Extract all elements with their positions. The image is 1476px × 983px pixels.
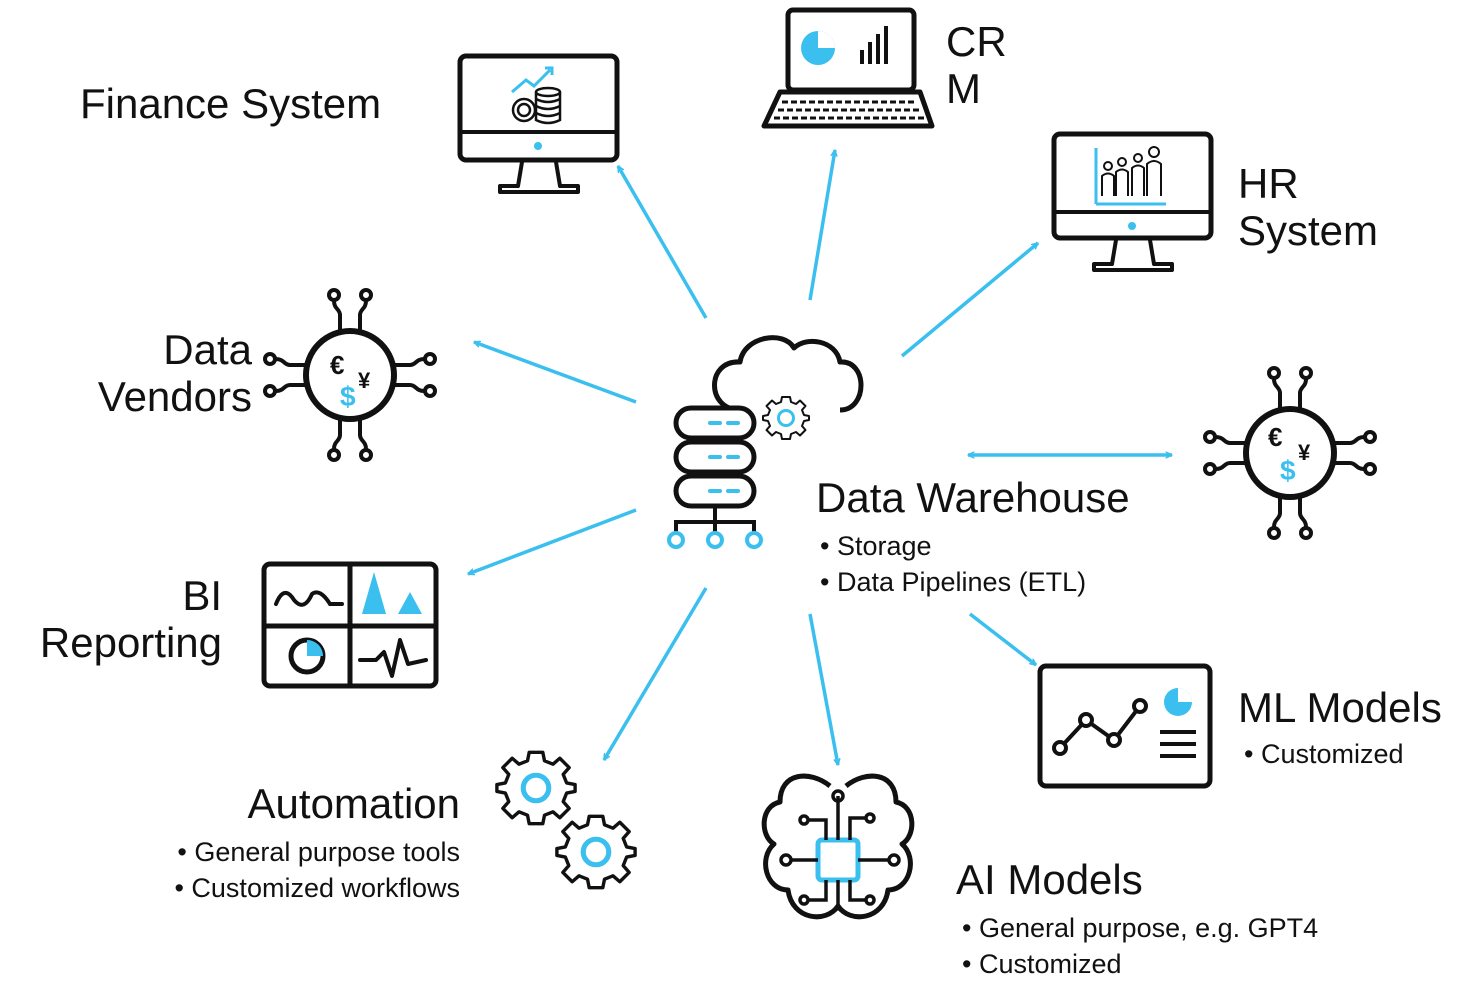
currency-circuit-icon	[265, 290, 435, 460]
crm-laptop-icon	[761, 7, 935, 129]
data-warehouse-bullet-storage: Storage	[820, 528, 1086, 564]
database-cloud-icon	[667, 335, 864, 549]
gears-icon	[497, 752, 635, 887]
dollar-glyph: $	[340, 381, 356, 412]
hr-system-label-line1: HR	[1238, 160, 1299, 207]
ai-models-bullet-customized: Customized	[962, 946, 1318, 982]
automation-bullets: General purpose tools Customized workflo…	[60, 834, 460, 907]
ai-models-label: AI Models	[956, 856, 1143, 903]
dollar-glyph-external: $	[1280, 455, 1296, 486]
arrow-to-hr	[900, 241, 1038, 358]
crm-label-line2: M	[946, 65, 981, 113]
external-currency-circuit-icon	[1205, 368, 1375, 538]
crm-label-line1: CR	[946, 18, 1007, 65]
finance-monitor-icon	[457, 53, 620, 194]
crm-label: CR M	[946, 18, 1007, 112]
yen-glyph-external: ¥	[1298, 440, 1311, 465]
ml-models-bullet-customized: Customized	[1244, 736, 1404, 772]
bi-reporting-label-line1: BI	[182, 572, 222, 619]
ai-models-bullets: General purpose, e.g. GPT4 Customized	[962, 910, 1318, 983]
hr-system-label-line2: System	[1238, 207, 1379, 255]
automation-label: Automation	[247, 780, 460, 827]
hr-system-label: HR System	[1238, 160, 1378, 254]
arrow-to-ml	[968, 612, 1036, 667]
data-vendors-label: Data Vendors	[60, 326, 252, 420]
hr-monitor-icon	[1051, 131, 1214, 272]
data-vendors-label-line1: Data	[163, 326, 252, 373]
arrow-to-automation	[602, 587, 708, 760]
arrow-to-ai	[808, 613, 838, 765]
euro-glyph: €	[330, 350, 344, 380]
arrow-to-bi	[468, 508, 637, 576]
ai-models-bullet-general: General purpose, e.g. GPT4	[962, 910, 1318, 946]
arrow-to-vendors	[474, 340, 637, 404]
ml-chart-screen-icon	[1037, 663, 1213, 789]
bi-reporting-label-line2: Reporting	[39, 619, 222, 667]
arrow-to-crm	[808, 150, 835, 301]
euro-glyph-external: €	[1268, 422, 1282, 452]
bi-reporting-label: BI Reporting	[14, 572, 222, 666]
ml-models-bullets: Customized	[1244, 736, 1404, 772]
ml-models-label: ML Models	[1238, 684, 1442, 731]
yen-glyph: ¥	[358, 368, 371, 393]
data-warehouse-bullets: Storage Data Pipelines (ETL)	[820, 528, 1086, 601]
data-warehouse-bullet-pipelines: Data Pipelines (ETL)	[820, 564, 1086, 600]
connectors	[468, 150, 1172, 765]
automation-bullet-workflows: Customized workflows	[60, 870, 460, 906]
finance-system-label: Finance System	[80, 80, 382, 127]
ai-brain-chip-icon	[761, 773, 915, 920]
arrow-to-finance	[616, 166, 708, 319]
data-vendors-label-line2: Vendors	[97, 373, 252, 421]
bi-dashboard-icon	[261, 561, 439, 689]
automation-bullet-general: General purpose tools	[60, 834, 460, 870]
data-warehouse-label: Data Warehouse	[816, 474, 1130, 521]
